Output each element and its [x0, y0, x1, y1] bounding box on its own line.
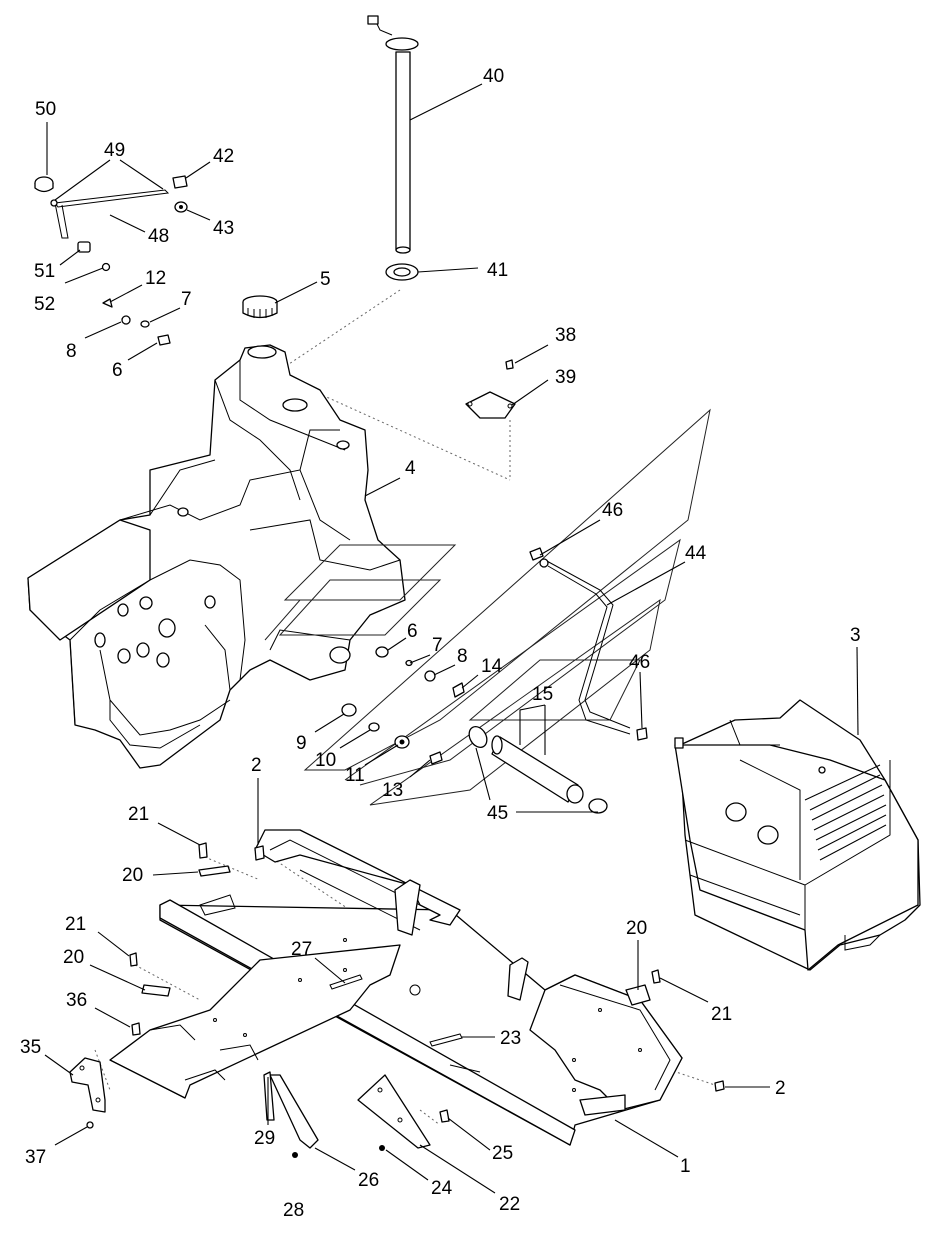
callout-29: 29 [254, 1128, 275, 1149]
screw-52 [101, 262, 111, 272]
callout-24: 24 [431, 1178, 453, 1199]
callout-15: 15 [532, 684, 553, 705]
gusset-22 [357, 1074, 431, 1149]
bolt-2a [254, 845, 265, 861]
callout-4: 4 [405, 458, 416, 479]
callout-20c: 20 [626, 918, 647, 939]
callout-7a: 7 [181, 289, 192, 310]
bracket-20c [625, 984, 651, 1006]
callout-2b: 2 [775, 1078, 786, 1099]
callout-37: 37 [25, 1147, 46, 1168]
callout-9: 9 [296, 733, 307, 754]
callout-3: 3 [850, 625, 861, 646]
washer-8a [121, 315, 131, 325]
callout-46b: 46 [629, 652, 650, 673]
link-29 [263, 1071, 275, 1121]
bolt-21b [129, 952, 138, 967]
callout-40: 40 [483, 66, 504, 87]
rod-23 [429, 1033, 463, 1047]
battery-tray-3 [674, 699, 921, 971]
o-ring-7a [140, 320, 150, 328]
callout-1: 1 [680, 1156, 691, 1177]
callout-20a: 20 [122, 865, 143, 886]
fittings-cluster [341, 646, 465, 765]
screw-38 [505, 359, 514, 370]
callout-11: 11 [345, 765, 365, 786]
callout-46a: 46 [602, 500, 623, 521]
nut-43 [174, 201, 188, 213]
rod-27 [329, 974, 363, 990]
callout-25: 25 [492, 1143, 513, 1164]
clip-51 [77, 241, 91, 253]
callout-49: 49 [104, 140, 125, 161]
callout-52: 52 [34, 294, 55, 315]
callout-51: 51 [34, 261, 55, 282]
screw-37 [86, 1121, 94, 1129]
bracket-20b [141, 984, 171, 997]
callout-21a: 21 [128, 804, 149, 825]
callout-38: 38 [555, 325, 576, 346]
callout-39: 39 [555, 367, 576, 388]
nut-28 [292, 1152, 298, 1158]
clamp-46a [529, 547, 544, 561]
callout-50: 50 [35, 99, 56, 120]
bolt-25 [439, 1109, 450, 1123]
hose-clamps-45 [468, 726, 608, 814]
link-26 [269, 1074, 319, 1149]
fuel-sender-40 [367, 15, 419, 254]
callout-44: 44 [685, 543, 707, 564]
callout-8b: 8 [457, 646, 468, 667]
callout-23: 23 [500, 1028, 521, 1049]
callout-13: 13 [382, 780, 403, 801]
callout-35: 35 [20, 1037, 41, 1058]
leader-lines [44, 83, 859, 1194]
callout-5: 5 [320, 269, 331, 290]
fitting-42 [172, 175, 188, 189]
callout-22: 22 [499, 1194, 520, 1215]
bolt-21a [198, 842, 208, 859]
callout-28: 28 [283, 1200, 304, 1221]
bolt-2b [714, 1080, 725, 1092]
callout-42: 42 [213, 146, 234, 167]
callout-10: 10 [315, 750, 336, 771]
bracket-35 [69, 1057, 106, 1113]
bolt-21c [651, 969, 661, 984]
callout-21c: 21 [711, 1004, 732, 1025]
callout-labels: 50 49 42 43 48 51 52 12 7 8 6 5 40 41 38… [20, 66, 861, 1221]
callout-14: 14 [481, 656, 503, 677]
bolt-36 [131, 1022, 141, 1036]
clamp-12 [102, 298, 113, 308]
callout-12: 12 [145, 268, 166, 289]
callout-27: 27 [291, 939, 312, 960]
callout-8a: 8 [66, 341, 77, 362]
callout-45: 45 [487, 803, 508, 824]
left-floor-plate [109, 894, 401, 1099]
callout-6b: 6 [407, 621, 418, 642]
callout-36: 36 [66, 990, 87, 1011]
bracket-20a [198, 865, 231, 877]
callout-20b: 20 [63, 947, 84, 968]
fuel-line-44 [539, 558, 631, 735]
callout-43: 43 [213, 218, 234, 239]
cover-plate-39 [465, 391, 516, 419]
callout-2a: 2 [251, 755, 262, 776]
fuel-filter-15 [491, 735, 584, 804]
callout-7b: 7 [432, 635, 443, 656]
callout-48: 48 [148, 226, 169, 247]
plug-6a [157, 334, 171, 346]
callout-6a: 6 [112, 360, 123, 381]
callout-41: 41 [487, 260, 508, 281]
grommet-41 [385, 263, 419, 281]
callout-21b: 21 [65, 914, 86, 935]
nut-24 [379, 1145, 385, 1151]
callout-26: 26 [358, 1170, 379, 1191]
cap-50 [34, 176, 54, 193]
filler-cap-5 [242, 295, 278, 319]
breather-hose-48 [50, 189, 170, 239]
clamp-46b [636, 727, 648, 741]
